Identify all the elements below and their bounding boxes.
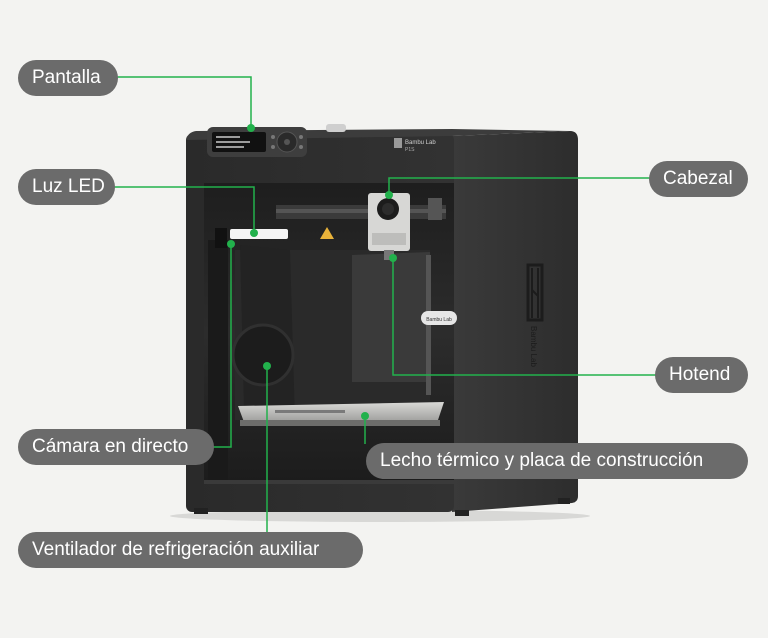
- marker-dot-camara: [227, 240, 235, 248]
- callout-camara: Cámara en directo: [18, 429, 214, 465]
- marker-dot-hotend: [389, 254, 397, 262]
- callout-cabezal: Cabezal: [649, 161, 748, 197]
- side-logo-text: Bambu Lab: [529, 326, 538, 367]
- leader-line-luz: [114, 186, 255, 233]
- leader-line-camara: [213, 244, 232, 448]
- door-tag-label: Bambu Lab: [426, 317, 452, 323]
- leader-line-pantalla: [117, 76, 252, 128]
- callout-lecho: Lecho térmico y placa de construcción: [366, 443, 748, 479]
- model-badge: P1S: [405, 147, 415, 153]
- brand-badge: Bambu Lab: [405, 140, 436, 146]
- callout-luz-led: Luz LED: [18, 169, 115, 205]
- leader-line-cabezal: [388, 177, 650, 195]
- marker-dot-pantalla: [247, 124, 255, 132]
- callout-ventilador: Ventilador de refrigeración auxiliar: [18, 532, 363, 568]
- leader-line-hotend: [392, 258, 656, 376]
- printer-side-panel: [452, 131, 578, 512]
- callout-pantalla: Pantalla: [18, 60, 118, 96]
- marker-dot-luz: [250, 229, 258, 237]
- marker-dot-ventilador: [263, 362, 271, 370]
- callout-hotend: Hotend: [655, 357, 748, 393]
- marker-dot-lecho: [361, 412, 369, 420]
- marker-dot-cabezal: [385, 191, 393, 199]
- led-bar: [230, 229, 288, 239]
